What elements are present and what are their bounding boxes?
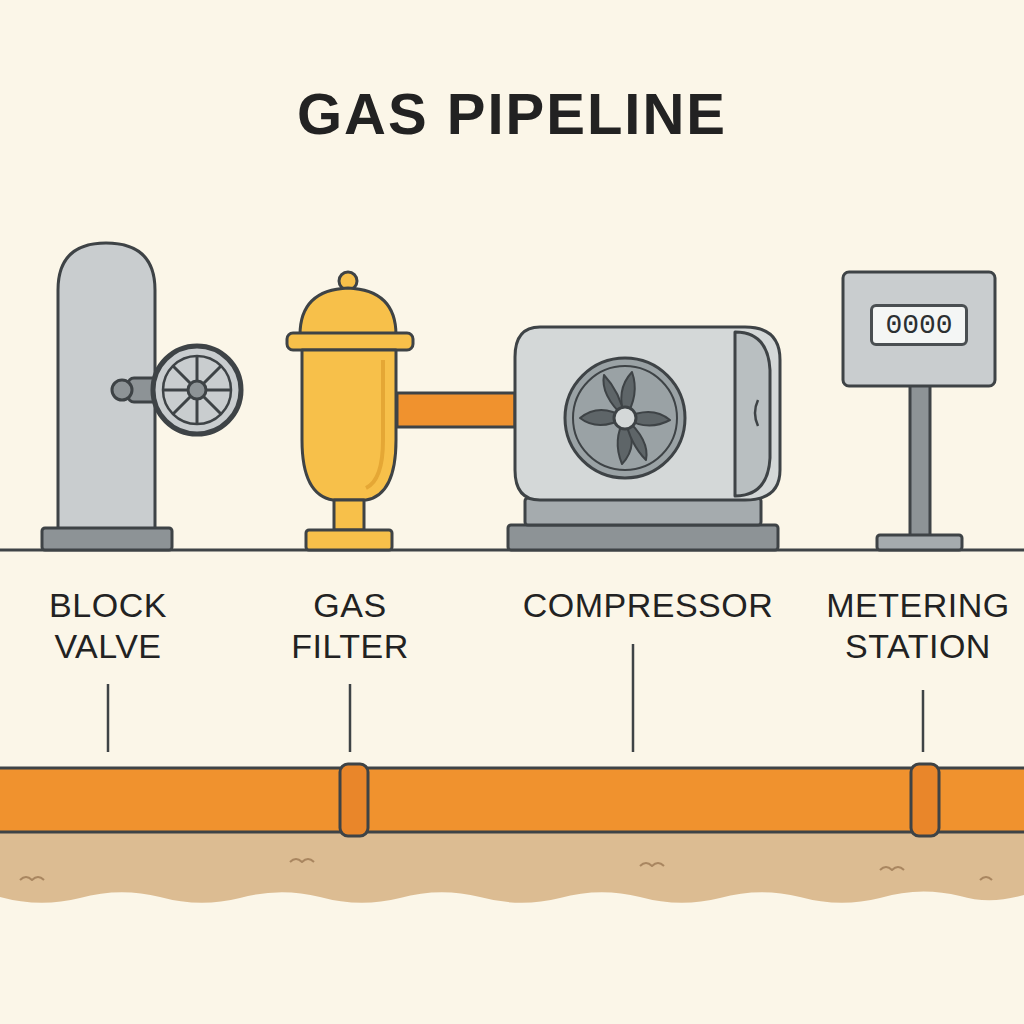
connecting-pipe bbox=[397, 393, 515, 427]
part-label: GAS FILTER bbox=[270, 585, 430, 667]
diagram-title: GAS PIPELINE bbox=[0, 80, 1024, 147]
gas-filter-symbol bbox=[287, 272, 515, 550]
soil-band bbox=[0, 832, 1024, 903]
pipe-joint bbox=[340, 764, 368, 836]
meter-display: 0000 bbox=[870, 304, 968, 346]
part-label: COMPRESSOR bbox=[488, 585, 808, 626]
leader-lines bbox=[108, 644, 923, 752]
part-label: METERING STATION bbox=[820, 585, 1016, 667]
underground-pipe bbox=[0, 768, 1024, 832]
meter-reading: 0000 bbox=[885, 310, 952, 341]
metering-station-symbol bbox=[843, 272, 995, 550]
part-label: BLOCK VALVE bbox=[8, 585, 208, 667]
compressor-symbol bbox=[508, 327, 780, 550]
block-valve-symbol bbox=[42, 243, 241, 550]
pipe-joint bbox=[911, 764, 939, 836]
soil-texture bbox=[20, 859, 992, 880]
